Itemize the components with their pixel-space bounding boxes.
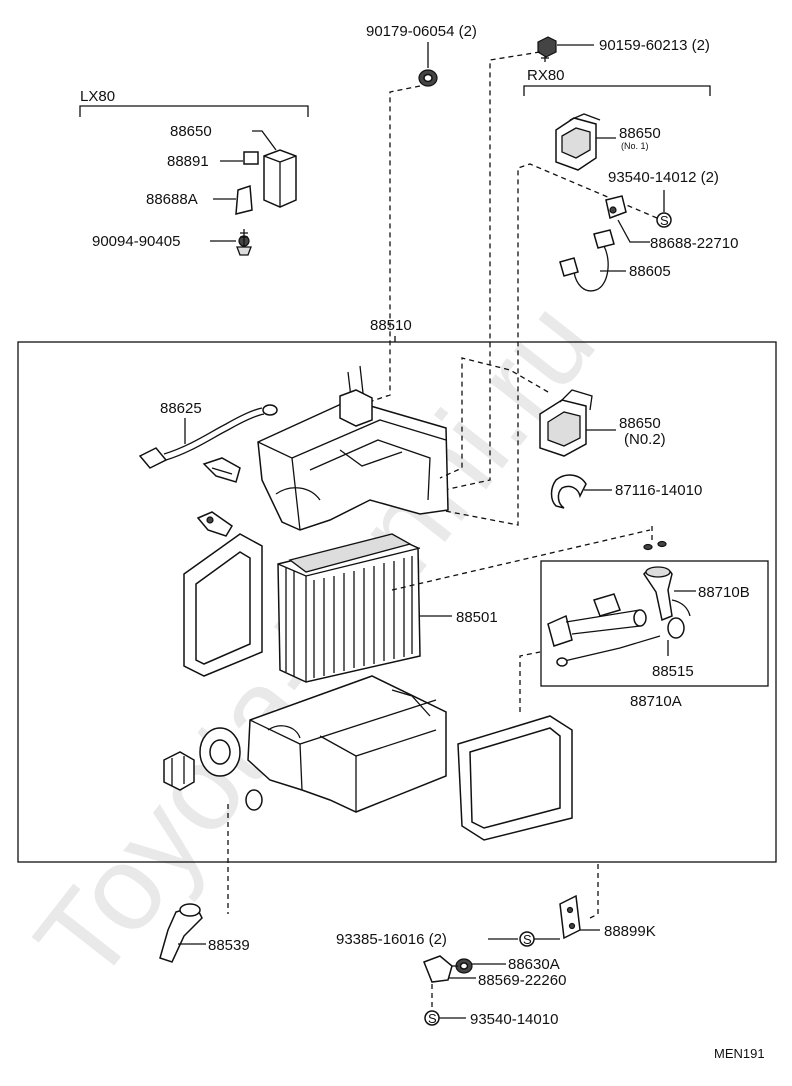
lx80-group: LX80 88650 88891 88688A 90094-90405 <box>79 88 309 256</box>
part-90094-90405: 90094-90405 <box>92 233 180 250</box>
lx80-resistor-88650[interactable] <box>263 149 297 208</box>
screw-mark-93540-14012[interactable]: S <box>656 212 672 228</box>
part-88501: 88501 <box>456 609 498 626</box>
lower-case[interactable] <box>247 675 447 813</box>
seal-frame-left[interactable] <box>183 533 263 677</box>
part-90159-60213: 90159-60213 (2) <box>599 37 710 54</box>
grommet-87116[interactable] <box>550 474 587 509</box>
expansion-valve-88710b[interactable] <box>643 566 691 622</box>
screw-mark-93385[interactable]: S <box>519 931 535 947</box>
damper-block[interactable] <box>163 751 195 791</box>
assembly-88510-frame <box>17 341 777 863</box>
clip-88891[interactable] <box>243 151 259 165</box>
figure-ref-code: MEN191 <box>714 1046 765 1061</box>
part-88605: 88605 <box>629 263 671 280</box>
part-88710a: 88710A <box>630 693 682 710</box>
pipe-assembly[interactable] <box>547 593 685 667</box>
s-mark: S <box>660 213 669 228</box>
rx80-bracket[interactable] <box>605 195 627 220</box>
screw-90094-90405[interactable] <box>236 229 252 256</box>
rx80-label: RX80 <box>527 67 565 84</box>
resistor-88650-no2[interactable] <box>539 389 593 457</box>
part-88630a: 88630A <box>508 956 560 973</box>
nut-90179[interactable] <box>418 69 438 87</box>
screw-mark-93540-14010[interactable]: S <box>424 1010 440 1026</box>
rx80-harness-88605[interactable] <box>559 229 615 292</box>
bracket-88899k[interactable] <box>559 894 581 940</box>
sensor-88630a[interactable] <box>423 955 473 983</box>
rx80-resistor-no1[interactable] <box>555 113 601 171</box>
s-mark: S <box>523 932 532 947</box>
part-88688a: 88688A <box>146 191 198 208</box>
part-88650-lx80: 88650 <box>170 123 212 140</box>
part-88510: 88510 <box>370 317 412 334</box>
part-87116-14010: 87116-14010 <box>615 482 702 499</box>
bolt-90159[interactable] <box>537 36 557 62</box>
s-mark: S <box>428 1011 437 1026</box>
part-88891: 88891 <box>167 153 209 170</box>
lx80-label: LX80 <box>80 88 115 105</box>
part-88650-no1: 88650 <box>619 125 661 142</box>
part-88515: 88515 <box>652 663 694 680</box>
sensor-88625[interactable] <box>138 404 278 469</box>
part-90179-06054: 90179-06054 (2) <box>366 23 477 40</box>
clip-small-b[interactable] <box>196 511 234 537</box>
part-93540-14012: 93540-14012 (2) <box>608 169 719 186</box>
part-88539: 88539 <box>208 937 250 954</box>
part-93540-14010: 93540-14010 <box>470 1011 558 1028</box>
rx80-group: RX80 88650 (No. 1) 93540-14012 (2) S 886… <box>439 67 738 526</box>
part-88710b: 88710B <box>698 584 750 601</box>
part-93385-16016: 93385-16016 (2) <box>336 931 447 948</box>
evaporator-88501[interactable] <box>277 533 421 683</box>
part-88625: 88625 <box>160 400 202 417</box>
seal-frame-right[interactable] <box>457 715 573 841</box>
part-88650-no2-sub: (N0.2) <box>624 431 666 448</box>
drain-hose-88539[interactable] <box>159 903 203 963</box>
part-88650-no2: 88650 <box>619 415 661 432</box>
valve-subgroup-frame <box>540 560 769 687</box>
part-88569-22260: 88569-22260 <box>478 972 566 989</box>
bracket-88688a[interactable] <box>235 184 253 215</box>
drain-cap[interactable] <box>245 789 263 811</box>
part-88688-22710: 88688-22710 <box>650 235 738 252</box>
upper-case[interactable] <box>257 365 449 531</box>
clip-small-a[interactable] <box>202 457 241 483</box>
grommet-ring[interactable] <box>199 727 241 777</box>
o-rings[interactable] <box>643 540 667 551</box>
part-88650-no1-sub: (No. 1) <box>621 141 649 151</box>
part-88899k: 88899K <box>604 923 656 940</box>
